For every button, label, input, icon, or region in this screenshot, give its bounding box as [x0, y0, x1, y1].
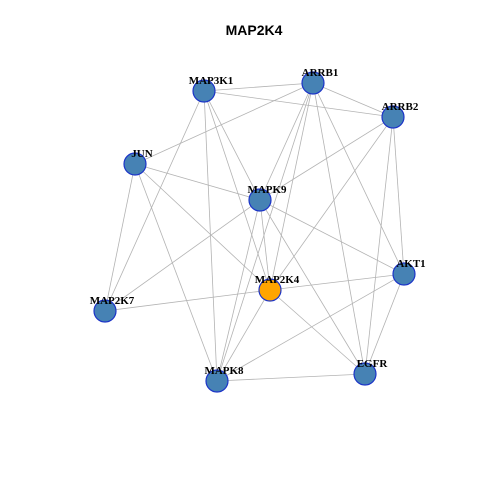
node-map2k7: MAP2K7: [90, 295, 135, 323]
edge-arrb2-map2k4: [269, 116, 394, 291]
edge-map3k1-arrb2: [203, 90, 394, 118]
node-label-jun: JUN: [131, 148, 152, 160]
edge-map2k4-akt1: [269, 273, 405, 291]
edge-arrb1-akt1: [312, 82, 405, 275]
node-label-map2k4: MAP2K4: [255, 274, 300, 286]
edge-map2k4-egfr: [269, 289, 366, 375]
node-mapk8: MAPK8: [204, 365, 244, 393]
edge-jun-mapk8: [134, 163, 218, 382]
node-label-map3k1: MAP3K1: [189, 75, 234, 87]
edge-mapk9-mapk8: [216, 199, 261, 382]
edge-arrb1-egfr: [312, 82, 366, 375]
edge-arrb2-mapk9: [259, 116, 394, 201]
edge-map2k4-map2k7: [104, 289, 271, 312]
edge-arrb1-arrb2: [312, 82, 394, 118]
node-label-arrb1: ARRB1: [302, 67, 339, 79]
node-mapk9: MAPK9: [247, 184, 287, 212]
edge-jun-map2k4: [134, 163, 271, 291]
node-circle-map2k7: [93, 299, 117, 323]
node-label-mapk8: MAPK8: [204, 365, 244, 377]
node-circle-mapk8: [205, 369, 229, 393]
edge-map2k4-mapk8: [216, 289, 271, 382]
edge-mapk9-akt1: [259, 199, 405, 275]
graph-title: MAP2K4: [226, 22, 283, 38]
edge-map3k1-map2k4: [203, 90, 271, 291]
node-circle-jun: [123, 152, 147, 176]
edge-akt1-mapk8: [216, 273, 405, 382]
edge-map3k1-arrb1: [203, 82, 314, 92]
edge-arrb1-map2k4: [269, 82, 314, 291]
node-label-map2k7: MAP2K7: [90, 295, 135, 307]
node-label-akt1: AKT1: [396, 258, 425, 270]
node-arrb2: ARRB2: [381, 101, 419, 129]
edge-arrb1-mapk9: [259, 82, 314, 201]
edge-map3k1-mapk9: [203, 90, 261, 201]
node-label-egfr: EGFR: [357, 358, 389, 370]
node-label-arrb2: ARRB2: [382, 101, 419, 113]
node-egfr: EGFR: [353, 358, 389, 386]
edge-arrb2-akt1: [392, 116, 405, 275]
node-label-mapk9: MAPK9: [247, 184, 287, 196]
edge-arrb2-egfr: [364, 116, 394, 375]
node-circle-akt1: [392, 262, 416, 286]
node-circle-arrb2: [381, 105, 405, 129]
node-jun: JUN: [123, 148, 153, 176]
edge-layer: [104, 82, 405, 382]
node-circle-map2k4: [258, 278, 282, 302]
edge-mapk8-egfr: [216, 373, 366, 382]
node-circle-map3k1: [192, 79, 216, 103]
node-circle-mapk9: [248, 188, 272, 212]
node-map3k1: MAP3K1: [189, 75, 234, 103]
edge-mapk9-map2k4: [259, 199, 271, 291]
node-circle-arrb1: [301, 71, 325, 95]
edge-akt1-egfr: [364, 273, 405, 375]
node-arrb1: ARRB1: [301, 67, 339, 95]
node-circle-egfr: [353, 362, 377, 386]
edge-arrb1-jun: [134, 82, 314, 165]
node-akt1: AKT1: [392, 258, 426, 286]
edge-map3k1-map2k7: [104, 90, 205, 312]
edge-jun-map2k7: [104, 163, 136, 312]
edge-mapk9-egfr: [259, 199, 366, 375]
node-map2k4: MAP2K4: [255, 274, 300, 302]
edge-jun-mapk9: [134, 163, 261, 201]
edge-mapk9-map2k7: [104, 199, 261, 312]
edge-arrb1-mapk8: [216, 82, 314, 382]
edge-map3k1-mapk8: [203, 90, 218, 382]
